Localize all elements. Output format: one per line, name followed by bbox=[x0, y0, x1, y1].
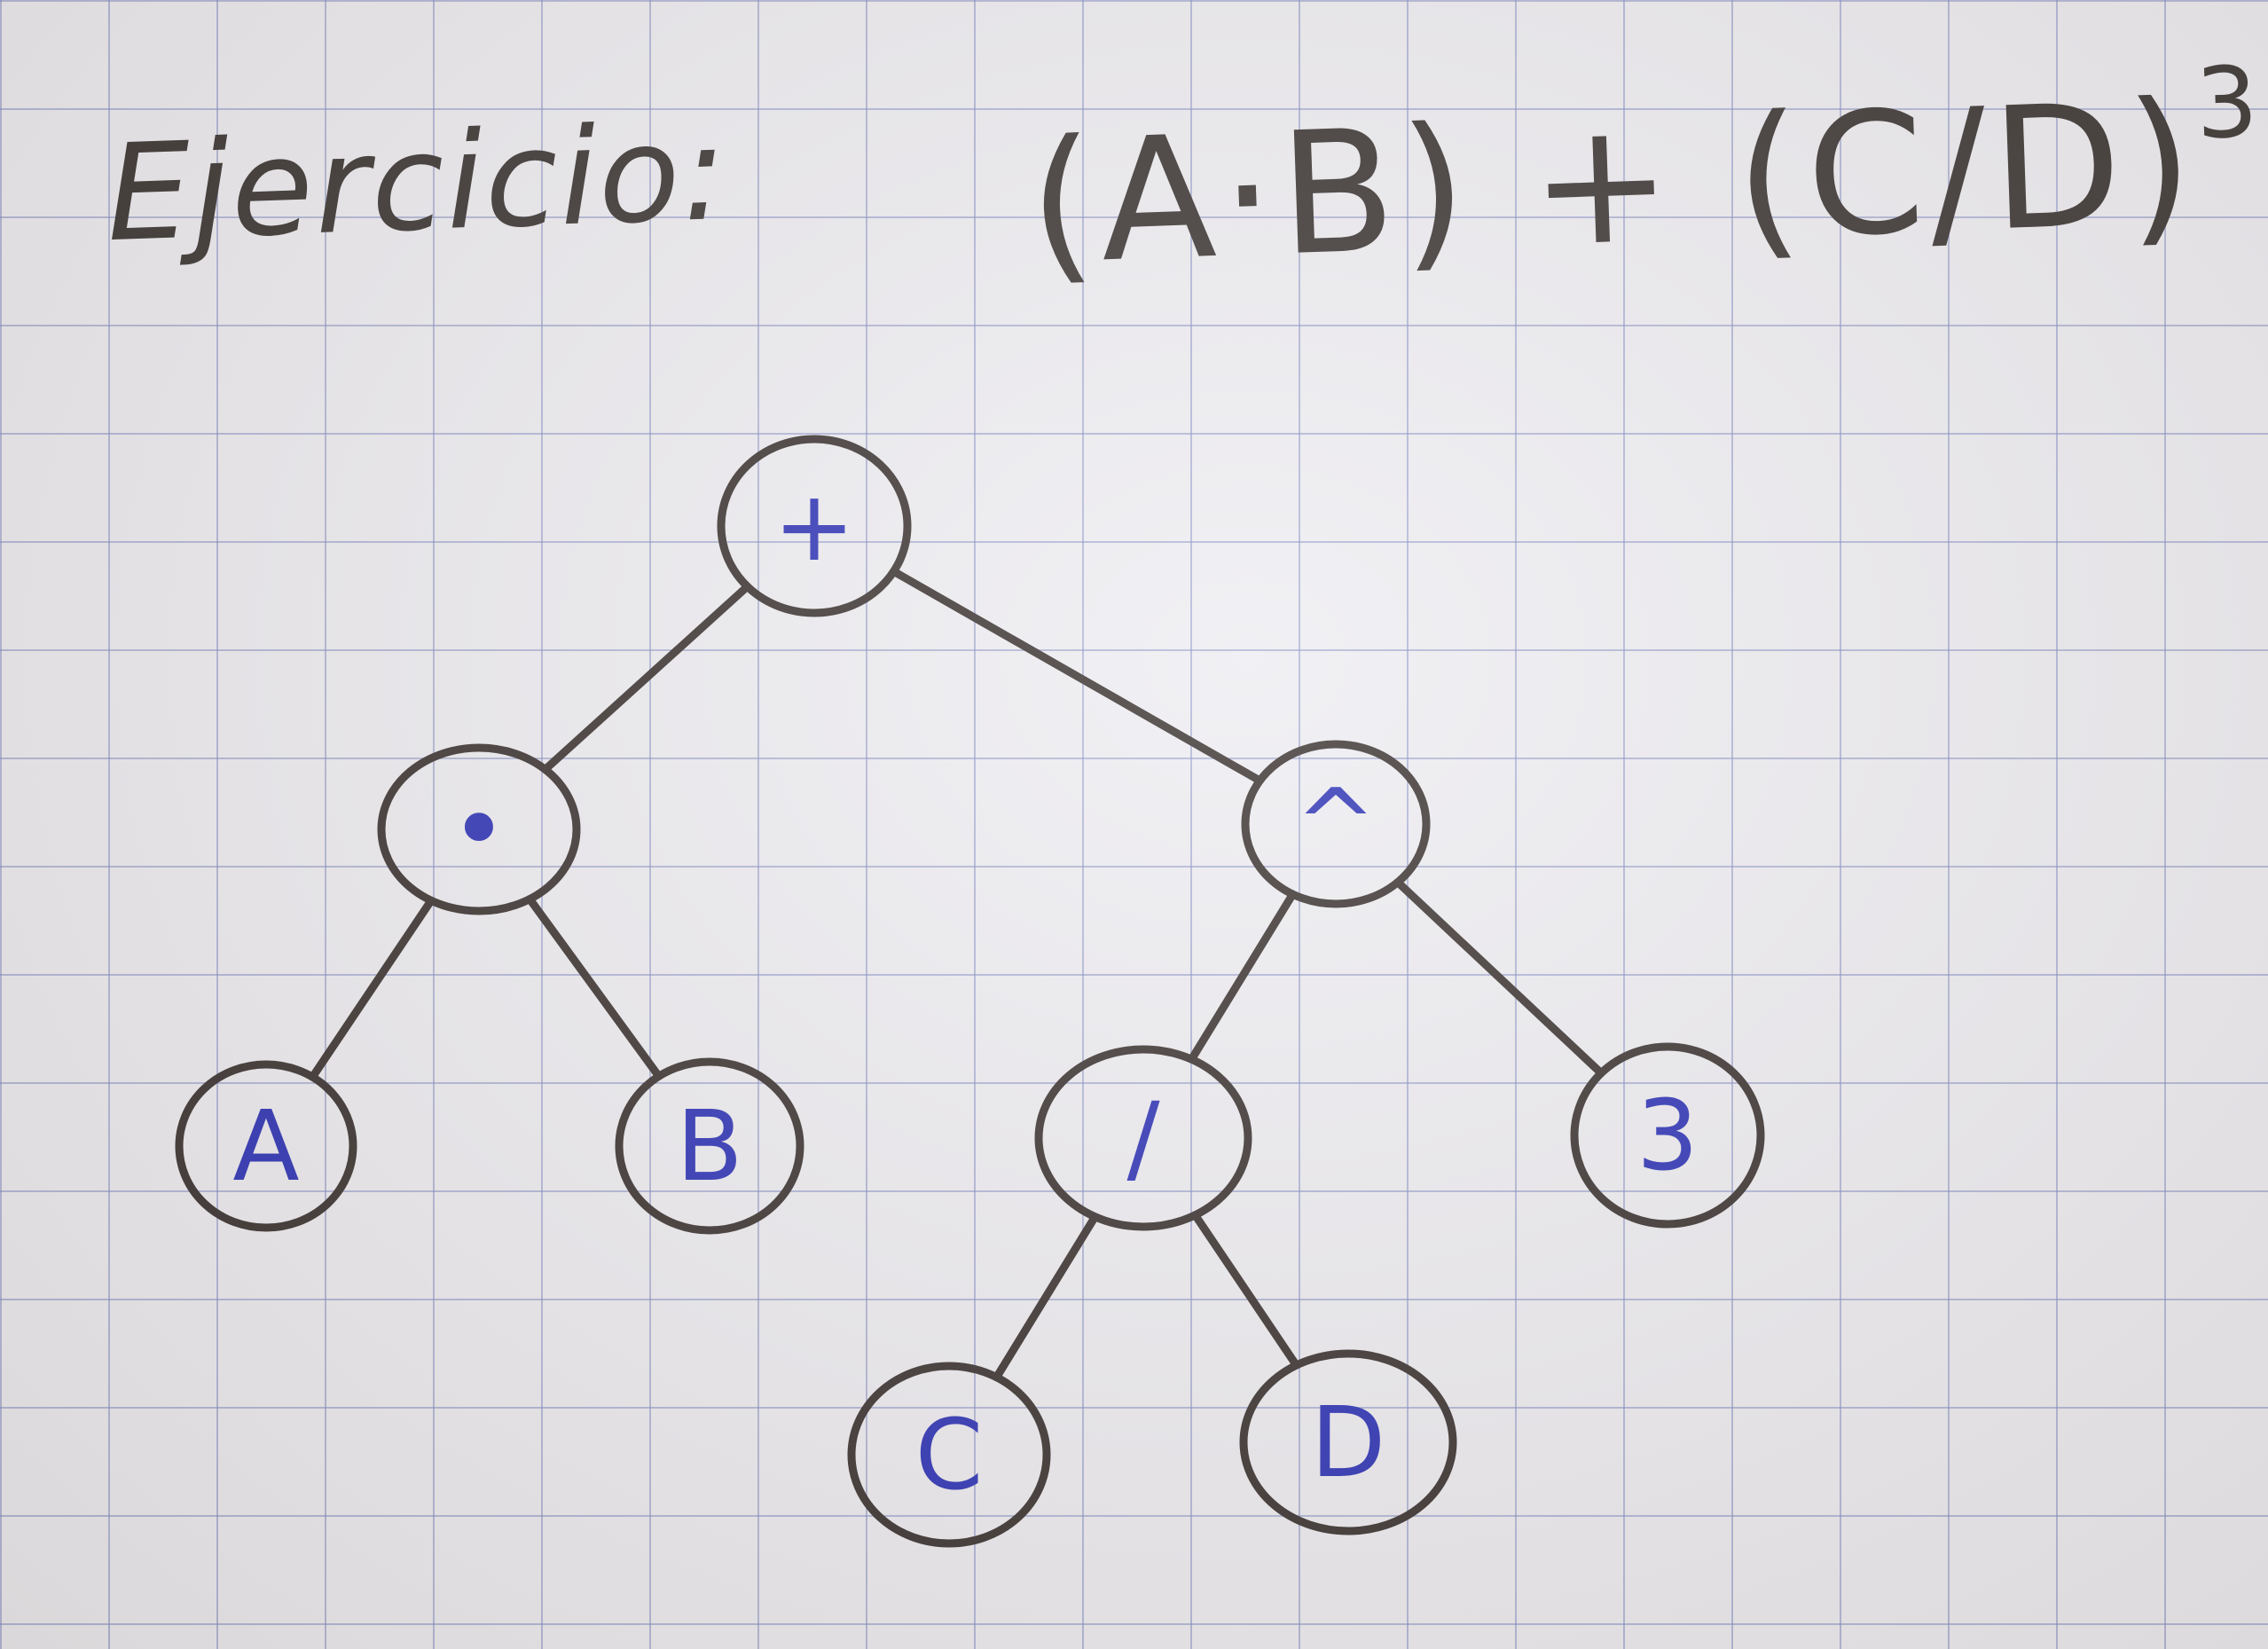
node-mul: • bbox=[377, 743, 581, 915]
edge-div-d bbox=[1190, 1211, 1301, 1370]
node-three: 3 bbox=[1570, 1042, 1765, 1229]
edge-mul-a bbox=[308, 896, 436, 1081]
node-d-circle bbox=[1239, 1349, 1457, 1535]
node-plus-circle bbox=[717, 435, 912, 617]
tree-nodes: + • ^ A B / 3C D bbox=[175, 435, 1765, 1548]
node-three-label: 3 bbox=[1636, 1079, 1699, 1192]
node-b-circle bbox=[615, 1057, 804, 1235]
edge-plus-mul bbox=[541, 582, 752, 773]
edge-div-c bbox=[993, 1213, 1100, 1382]
node-div-label: / bbox=[1126, 1081, 1160, 1195]
node-a: A bbox=[175, 1060, 357, 1232]
node-a-label: A bbox=[232, 1089, 299, 1203]
node-c: C bbox=[847, 1362, 1051, 1548]
node-a-circle bbox=[175, 1060, 357, 1232]
node-d-label: D bbox=[1311, 1386, 1386, 1499]
node-mul-circle bbox=[377, 743, 581, 915]
edge-plus-pow bbox=[890, 567, 1264, 785]
node-b: B bbox=[615, 1057, 804, 1235]
node-b-label: B bbox=[676, 1089, 742, 1203]
node-plus-label: + bbox=[773, 469, 855, 583]
node-plus: + bbox=[717, 435, 912, 617]
node-div: / bbox=[1034, 1045, 1252, 1231]
node-pow-circle bbox=[1241, 740, 1431, 908]
edge-pow-div bbox=[1187, 890, 1297, 1064]
node-mul-label: • bbox=[451, 773, 508, 886]
tree-edges bbox=[308, 567, 1605, 1382]
node-c-label: C bbox=[915, 1398, 984, 1512]
node-three-circle bbox=[1570, 1042, 1765, 1229]
node-div-circle bbox=[1034, 1045, 1252, 1231]
node-c-circle bbox=[847, 1362, 1051, 1548]
node-pow: ^ bbox=[1241, 740, 1431, 908]
node-pow-label: ^ bbox=[1295, 767, 1377, 881]
edge-mul-b bbox=[525, 895, 663, 1080]
edge-pow-three bbox=[1393, 878, 1605, 1078]
node-d: D bbox=[1239, 1349, 1457, 1535]
